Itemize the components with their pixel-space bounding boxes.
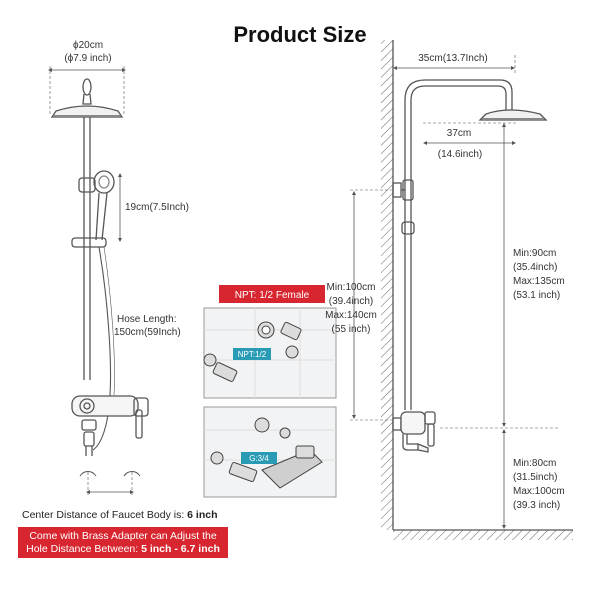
svg-text:Hole Distance Between: 5 inch: Hole Distance Between: 5 inch - 6.7 inch — [26, 543, 220, 555]
npt-tag: NPT:1/2 — [238, 350, 267, 359]
head-diameter-in: (ϕ7.9 inch) — [64, 53, 111, 64]
pipe-min-cm: Min:100cm — [327, 282, 376, 293]
pipe-max-cm: Max:140cm — [325, 310, 377, 321]
floor-max-in: (39.3 inch) — [513, 500, 560, 511]
g34-tag: G:3/4 — [249, 454, 269, 463]
center-distance-note: Center Distance of Faucet Body is: 6 inc… — [22, 509, 218, 521]
head-diameter-cm: ϕ20cm — [73, 40, 103, 51]
bar-max-in: (53.1 inch) — [513, 290, 560, 301]
npt-detail-inset: NPT:1/2 — [203, 307, 337, 399]
pipe-max-in: (55 inch) — [332, 324, 371, 335]
hose-length-value: 150cm(59Inch) — [114, 327, 181, 338]
pipe-min-in: (39.4inch) — [329, 296, 373, 307]
bar-min-in: (35.4inch) — [513, 262, 557, 273]
svg-text:Come with Brass Adapter can Ad: Come with Brass Adapter can Adjust the — [29, 530, 217, 542]
right-shower-view — [350, 40, 573, 540]
g34-detail-inset: G:3/4 — [203, 406, 337, 498]
svg-text:NPT: 1/2 Female: NPT: 1/2 Female — [235, 290, 310, 301]
npt-banner: NPT: 1/2 Female — [219, 285, 325, 303]
bar-max-cm: Max:135cm — [513, 276, 565, 287]
left-shower-view — [48, 66, 149, 496]
arm-reach-label: 35cm(13.7Inch) — [418, 53, 487, 64]
head-drop-cm: 37cm — [447, 128, 471, 139]
adapter-note-box: Come with Brass Adapter can Adjust the H… — [18, 527, 228, 558]
floor-max-cm: Max:100cm — [513, 486, 565, 497]
hose-length-label: Hose Length: — [117, 314, 177, 325]
bar-min-cm: Min:90cm — [513, 248, 556, 259]
floor-min-cm: Min:80cm — [513, 458, 556, 469]
holder-height-label: 19cm(7.5Inch) — [125, 202, 189, 213]
page-title: Product Size — [233, 22, 366, 47]
head-drop-in: (14.6inch) — [438, 149, 482, 160]
floor-min-in: (31.5inch) — [513, 472, 557, 483]
